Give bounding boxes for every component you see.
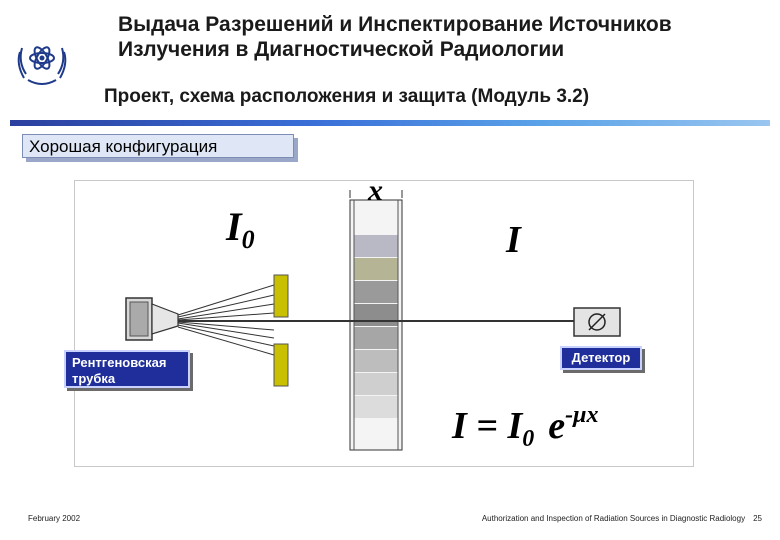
iaea-logo-icon [17, 46, 67, 85]
title-line-1: Выдача Разрешений и Инспектирование Исто… [118, 13, 672, 36]
label-i0-sub: 0 [242, 225, 255, 254]
detector [573, 307, 621, 337]
formula-base: e [548, 405, 565, 447]
xray-tube-label: Рентгеновская трубка [64, 350, 190, 388]
collimator-upper [273, 274, 289, 318]
section-label: Хорошая конфигурация [22, 134, 294, 158]
formula-lhs: I = I [451, 405, 523, 447]
footer-info: Authorization and Inspection of Radiatio… [474, 514, 762, 523]
label-x: x [367, 180, 383, 207]
xray-beam [177, 284, 574, 356]
footer-page: 25 [753, 514, 762, 523]
formula-exp: -μx [565, 402, 598, 428]
footer-course: Authorization and Inspection of Radiatio… [481, 514, 746, 523]
formula-sub: 0 [522, 426, 534, 452]
header-divider [10, 120, 770, 126]
title-line-2: Излучения в Диагностической Радиологии [118, 38, 565, 61]
xray-tube [125, 297, 179, 341]
page-title: Выдача Разрешений и Инспектирование Исто… [118, 12, 758, 62]
collimator-lower [273, 343, 289, 387]
detector-label: Детектор [560, 346, 642, 370]
label-i0: I0 [225, 204, 255, 254]
page-subtitle: Проект, схема расположения и защита (Мод… [104, 86, 590, 107]
thickness-bracket [349, 190, 403, 198]
absorber-slab [349, 199, 403, 451]
label-i: I [505, 219, 522, 261]
label-i0-main: I [225, 204, 243, 249]
footer-date: February 2002 [28, 514, 81, 523]
